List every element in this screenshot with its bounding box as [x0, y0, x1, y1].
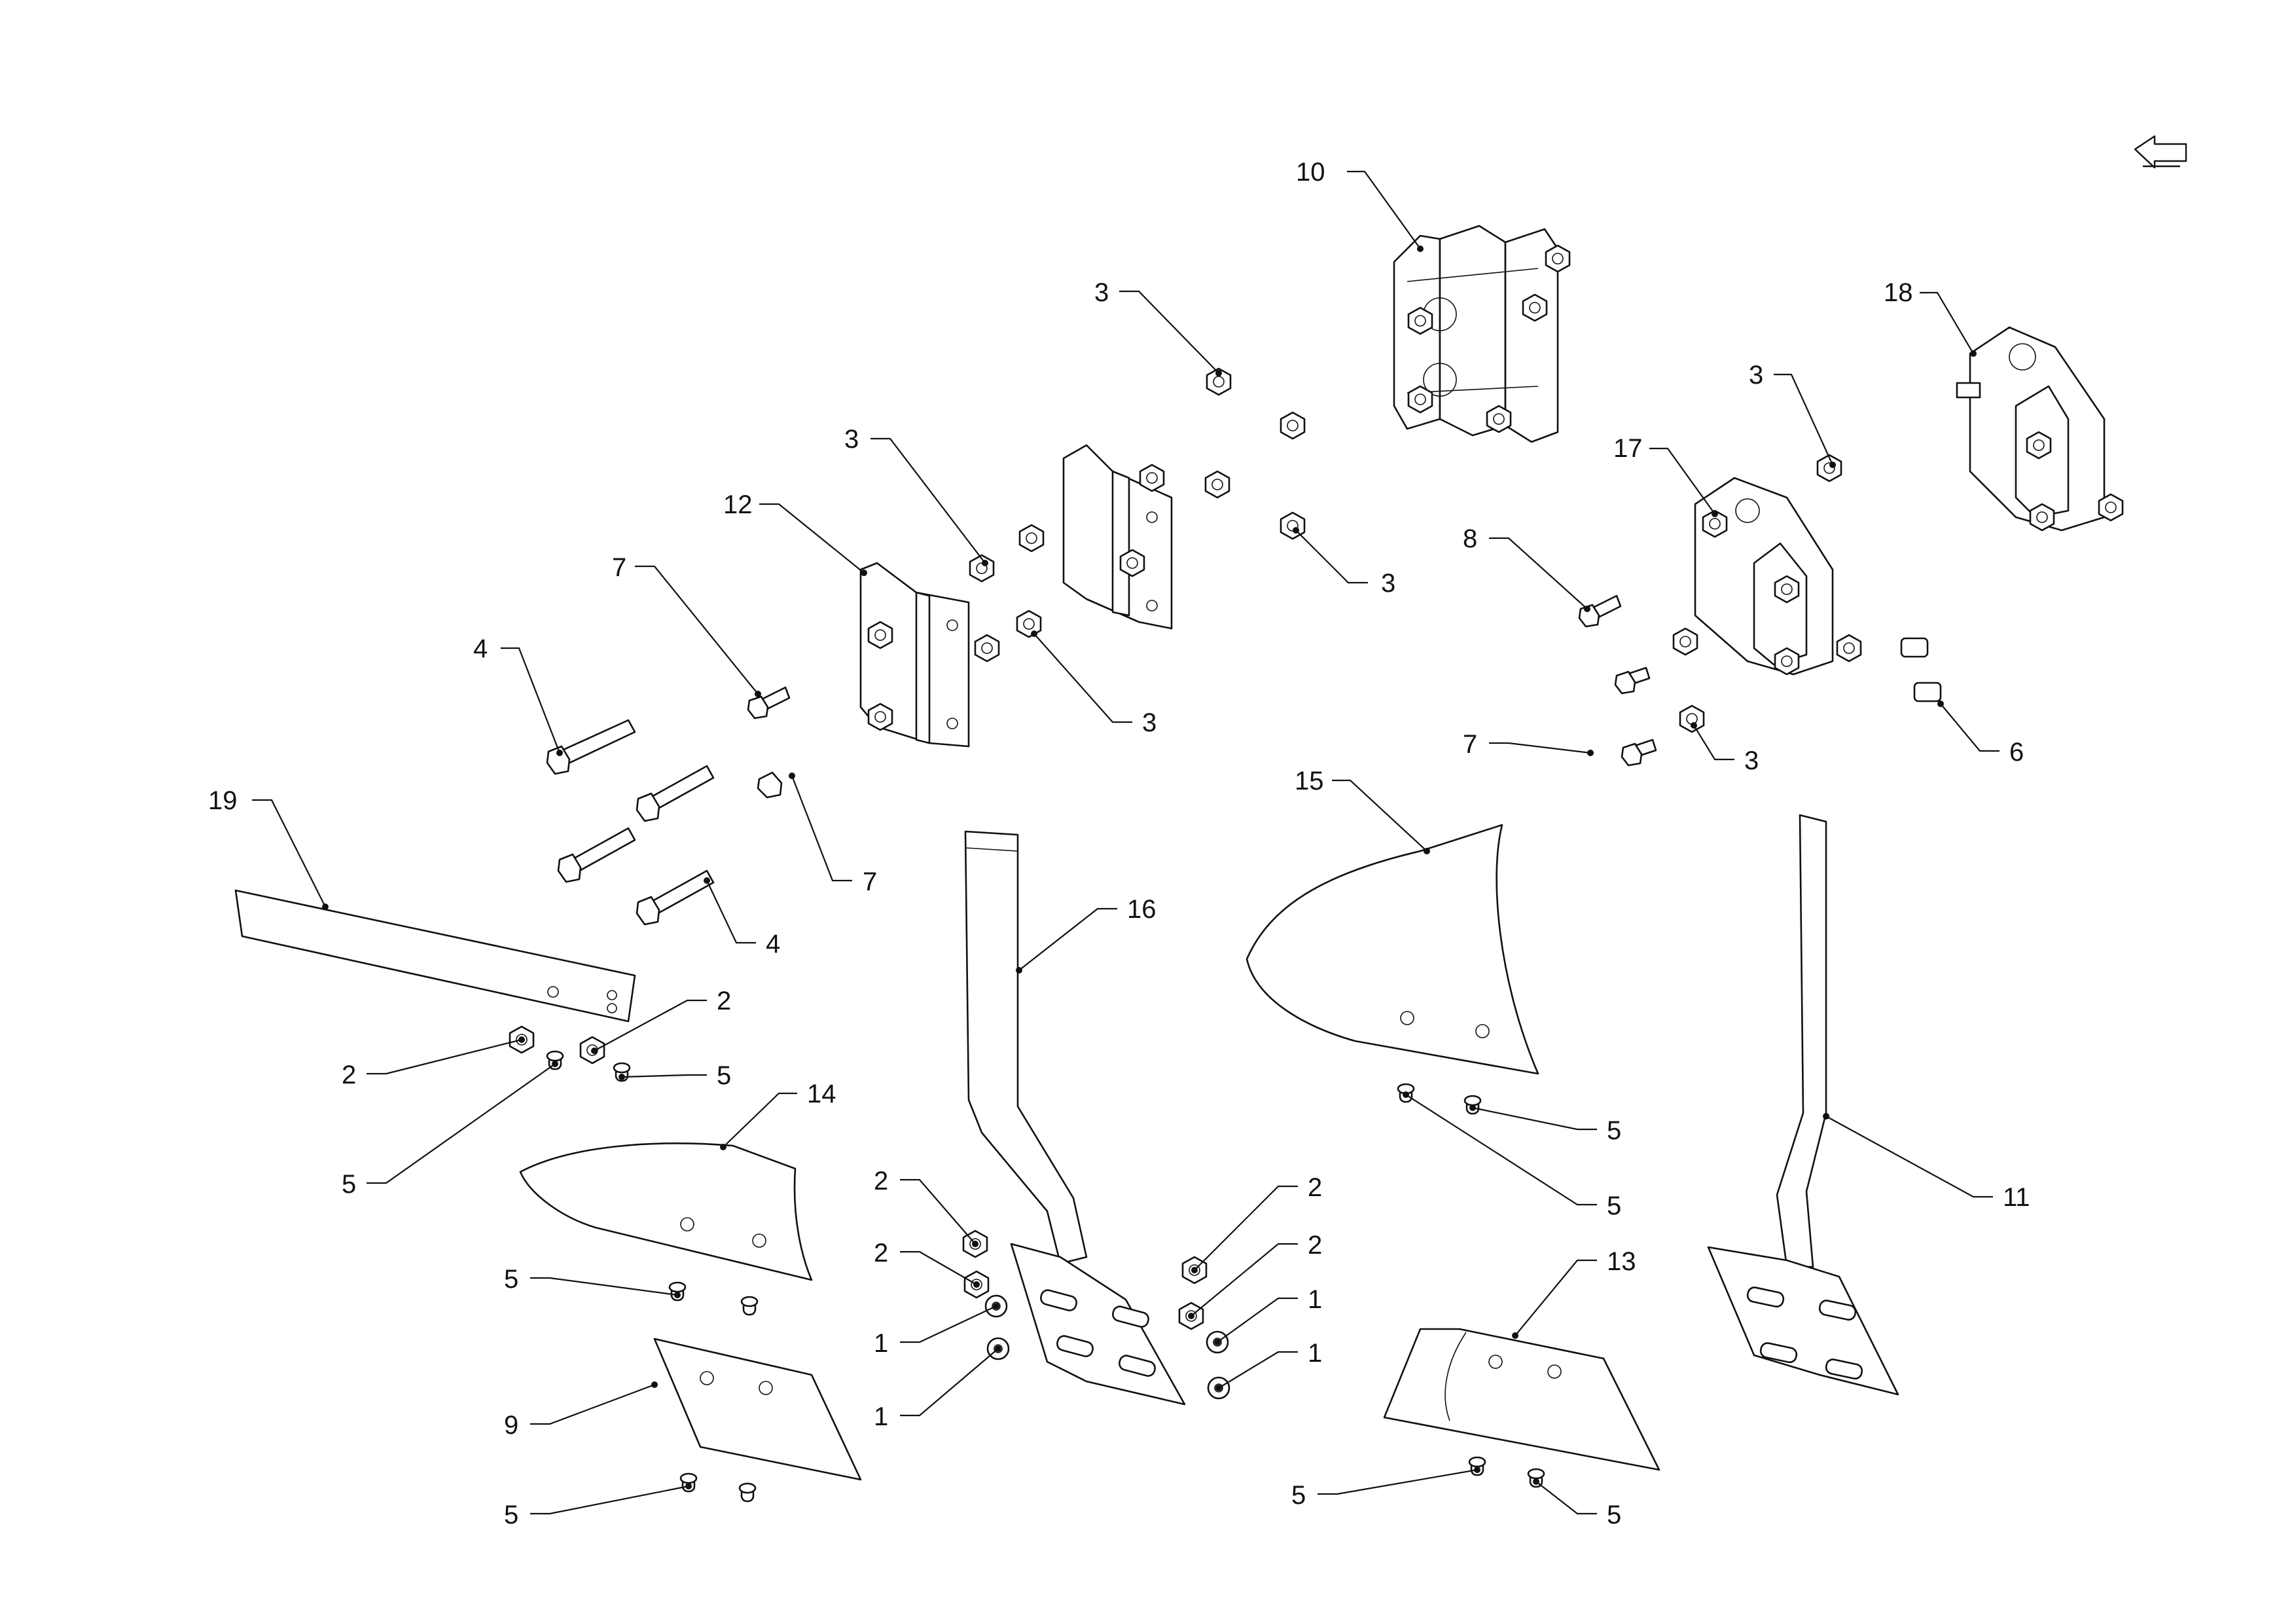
callout-7: 7 [863, 867, 877, 896]
left-share-plate [1010, 1243, 1186, 1406]
callout-5: 5 [1607, 1192, 1621, 1220]
callout-5: 5 [504, 1501, 518, 1529]
callout-3: 3 [844, 425, 859, 454]
callout-3: 3 [1749, 361, 1763, 390]
part-15-mouldboard [1246, 824, 1539, 1075]
callout-18: 18 [1884, 278, 1913, 307]
callout-3: 3 [1094, 278, 1109, 307]
callout-2: 2 [717, 987, 731, 1015]
right-share-plate [1707, 1246, 1899, 1396]
callout-15: 15 [1295, 767, 1324, 795]
callout-1: 1 [1308, 1285, 1322, 1314]
callout-2: 2 [874, 1167, 888, 1195]
part-17-bracket [1694, 477, 1862, 676]
callout-2: 2 [874, 1239, 888, 1267]
callout-11: 11 [2003, 1183, 2030, 1212]
callout-3: 3 [1142, 708, 1157, 737]
part-12-plate-bracket [859, 562, 970, 748]
callout-5: 5 [717, 1061, 731, 1090]
callout-5: 5 [504, 1265, 518, 1294]
part-19-flat-bar [234, 889, 636, 1023]
callout-3: 3 [1381, 569, 1395, 598]
callout-8: 8 [1463, 524, 1477, 553]
callout-16: 16 [1127, 895, 1157, 924]
part-13-share [1383, 1328, 1660, 1471]
part-10-clamp-bracket [1393, 225, 1571, 443]
return-arrow-icon [2134, 135, 2187, 169]
callout-19: 19 [208, 786, 238, 815]
callout-5: 5 [1291, 1481, 1306, 1510]
callouts: 10 3 18 3 3 17 12 3 7 8 4 3 7 [208, 158, 2030, 1529]
callout-1: 1 [874, 1329, 888, 1358]
callout-7: 7 [1463, 730, 1477, 759]
callout-6: 6 [2009, 738, 2024, 767]
callout-1: 1 [874, 1402, 888, 1431]
callout-2: 2 [342, 1061, 356, 1089]
callout-17: 17 [1613, 434, 1643, 463]
callout-14: 14 [807, 1080, 836, 1108]
callout-1: 1 [1308, 1339, 1322, 1368]
part-9-share [653, 1338, 862, 1481]
part-14-mouldboard [519, 1142, 813, 1281]
part-11-shank [1776, 814, 1827, 1268]
callout-5: 5 [1607, 1501, 1621, 1529]
bolts [546, 594, 1942, 926]
callout-10: 10 [1296, 158, 1325, 187]
callout-12: 12 [723, 490, 753, 519]
callout-5: 5 [342, 1170, 356, 1199]
callout-9: 9 [504, 1411, 518, 1440]
part-18-bracket [1956, 326, 2124, 532]
callout-4: 4 [766, 930, 780, 958]
callout-4: 4 [473, 634, 488, 663]
callout-13: 13 [1607, 1247, 1636, 1276]
part-16-shank [964, 830, 1088, 1265]
middle-plate-bracket [1062, 444, 1173, 630]
callout-7: 7 [612, 553, 626, 582]
callout-2: 2 [1308, 1231, 1322, 1260]
callout-2: 2 [1308, 1173, 1322, 1202]
callout-5: 5 [1607, 1116, 1621, 1145]
callout-3: 3 [1744, 746, 1759, 775]
